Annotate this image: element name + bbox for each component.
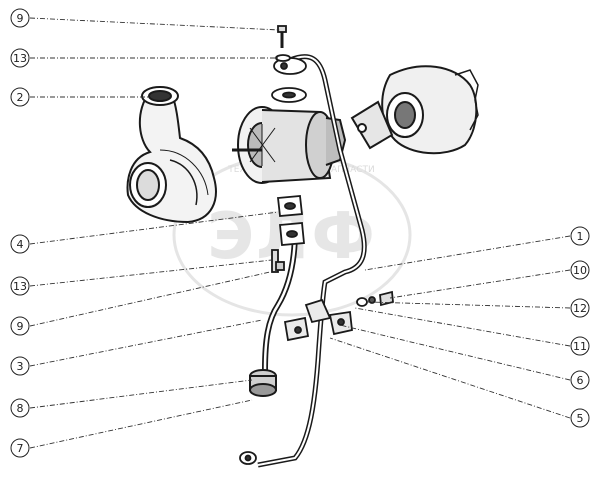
callouts-left: 9 13 2 4 13 9 3 8 bbox=[10, 8, 30, 458]
callout-label: 13 bbox=[13, 52, 27, 65]
compressor-housing bbox=[126, 86, 217, 224]
leader-lines-left bbox=[29, 17, 281, 449]
watermark-right-text: ЗАПЧАСТИ bbox=[325, 165, 375, 175]
oil-drain-pipe bbox=[239, 195, 305, 465]
callout-label: 12 bbox=[573, 302, 587, 315]
callout-4: 4 bbox=[10, 234, 30, 254]
callout-9-mid: 9 bbox=[10, 316, 30, 336]
callout-7: 7 bbox=[10, 438, 30, 458]
callout-label: 9 bbox=[17, 12, 24, 25]
callout-label: 13 bbox=[13, 280, 27, 293]
callout-label: 11 bbox=[573, 340, 587, 353]
callout-label: 6 bbox=[577, 374, 584, 387]
callout-2: 2 bbox=[10, 87, 30, 107]
callout-label: 4 bbox=[17, 238, 24, 251]
mounting-brackets bbox=[283, 290, 394, 342]
callout-3: 3 bbox=[10, 356, 30, 376]
callout-9-top: 9 bbox=[10, 8, 30, 28]
callout-12: 12 bbox=[570, 298, 590, 318]
callout-label: 10 bbox=[573, 264, 587, 277]
callout-13-top: 13 bbox=[10, 48, 30, 68]
turbine-housing bbox=[350, 65, 479, 155]
callout-label: 3 bbox=[17, 360, 24, 373]
callout-label: 5 bbox=[577, 412, 584, 425]
callout-label: 2 bbox=[17, 91, 24, 104]
callout-10: 10 bbox=[570, 260, 590, 280]
callout-label: 8 bbox=[17, 402, 24, 415]
top-flange bbox=[271, 25, 307, 103]
callout-label: 1 bbox=[577, 230, 584, 243]
rotor-cartridge bbox=[232, 106, 347, 184]
callouts-right: 1 10 12 11 6 5 bbox=[570, 226, 590, 428]
callout-label: 7 bbox=[17, 442, 24, 455]
oil-supply-pipe bbox=[257, 54, 367, 468]
callout-1: 1 bbox=[570, 226, 590, 246]
callout-6: 6 bbox=[570, 370, 590, 390]
callout-11: 11 bbox=[570, 336, 590, 356]
leader-lines-right bbox=[329, 235, 571, 419]
callout-label: 9 bbox=[17, 320, 24, 333]
callout-5: 5 bbox=[570, 408, 590, 428]
callout-8: 8 bbox=[10, 398, 30, 418]
callout-13-mid: 13 bbox=[10, 276, 30, 296]
